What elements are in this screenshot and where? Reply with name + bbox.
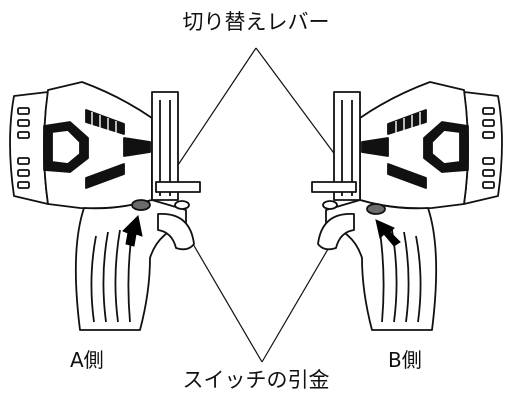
trigger-callout-line-a	[185, 231, 263, 363]
side-a-label: A側	[70, 348, 104, 372]
side-b-label: B側	[388, 348, 422, 372]
trigger-label: スイッチの引金	[182, 368, 330, 392]
push-arrow-a	[122, 214, 143, 247]
drill-a-side	[9, 81, 201, 331]
lever-label: 切り替えレバー	[182, 10, 330, 34]
trigger-callout-line-b	[261, 231, 339, 363]
push-arrow-b	[375, 219, 401, 247]
drill-b-side	[311, 81, 503, 331]
lever-knob-b	[366, 203, 386, 215]
lever-knob-a	[131, 199, 151, 211]
